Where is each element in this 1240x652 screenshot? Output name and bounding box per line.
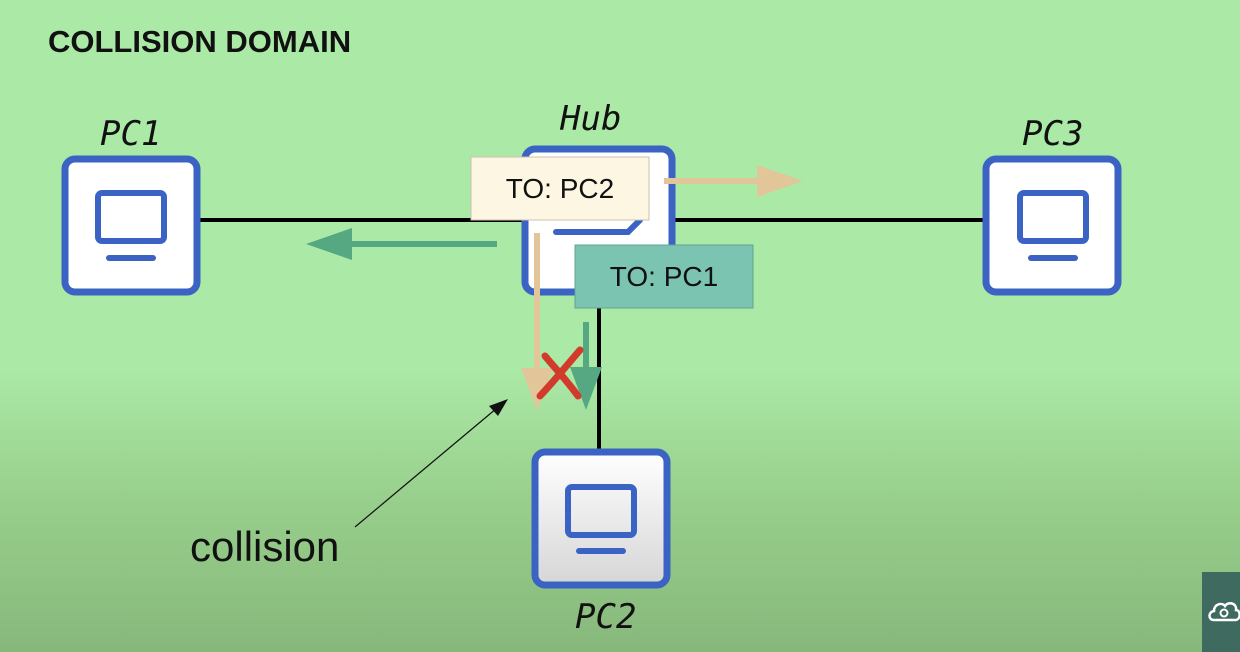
monitor-icon	[1017, 190, 1089, 261]
frame-to-pc1-label: TO: PC1	[610, 261, 718, 292]
slide-title: COLLISION DOMAIN	[48, 24, 352, 59]
frame-to-pc2-label: TO: PC2	[506, 173, 614, 204]
arrow-to-pc2-down	[521, 233, 553, 410]
pc2-device[interactable]	[531, 448, 671, 589]
collision-x-icon	[536, 346, 584, 400]
pc1-label: PC1	[100, 114, 161, 154]
monitor-icon	[565, 484, 637, 554]
monitor-icon	[95, 190, 167, 261]
pc2-label: PC2	[575, 597, 636, 637]
arrow-to-pc1	[306, 228, 497, 260]
hub-label: Hub	[559, 99, 621, 139]
collision-pointer-arrow	[354, 399, 508, 528]
arrow-from-pc2	[570, 322, 602, 410]
cloud-settings-icon	[1208, 601, 1240, 622]
collision-label: collision	[190, 523, 339, 570]
hub-icon	[553, 217, 643, 235]
cloud-settings-widget[interactable]	[1202, 572, 1240, 652]
pc1-device[interactable]	[61, 155, 201, 296]
frame-to-pc2: TO: PC2	[470, 156, 650, 221]
pc3-label: PC3	[1022, 114, 1083, 154]
arrow-to-pc3	[664, 165, 803, 197]
pc3-device[interactable]	[982, 155, 1122, 296]
frame-to-pc1: TO: PC1	[574, 244, 754, 309]
